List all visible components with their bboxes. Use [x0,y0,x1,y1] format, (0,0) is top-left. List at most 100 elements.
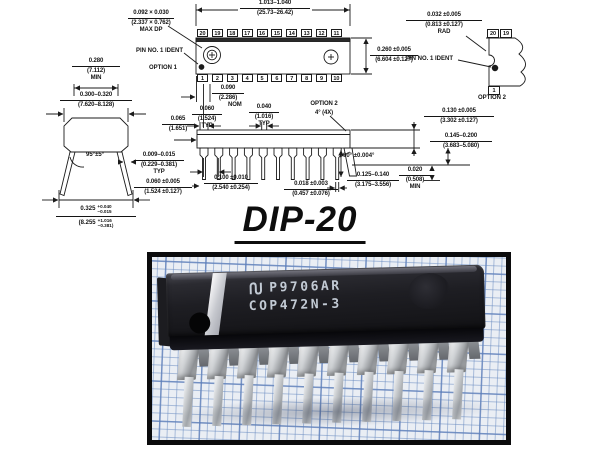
dim-end-width-min: 0.280 (7.112) MIN [72,58,120,83]
dim-lead-tip: 0.020 (0.508) MIN [399,167,431,192]
pin-number: 9 [316,74,327,82]
dim-lead-top-width: 0.040 (1.016) TYP [249,104,279,129]
dim-end-to-pin1: 0.090 (2.286) NOM [212,85,244,110]
pin1-ident-label-option2: PIN NO. 1 IDENT [406,56,454,62]
dim-inch: 1.013–1.040 [240,0,310,9]
dim-lead-pitch: 0.100 ±0.010 (2.540 ±0.254) [204,175,258,192]
dim-mm: (1.524 ±0.127) [144,188,182,195]
tol-plus: +0.040 [97,204,112,209]
option2-text: OPTION 2 [310,101,338,107]
dim-inch-with-tolerance: 0.325 +0.040 −0.015 [56,204,136,217]
option2-angle: 4° (4X) [314,109,334,116]
tol-minus: −0.381) [97,222,114,228]
dim-inch: 0.100 ±0.010 [204,175,258,184]
pin-number: 16 [256,29,268,37]
dim-inch: 0.300–0.320 [60,92,132,101]
dim-note: TYP [201,123,213,129]
dim-mm: (2.286) [218,94,238,101]
dim-inch: 0.125–0.140 [347,172,399,181]
dim-note: MAX DP [139,27,163,33]
option2-label: OPTION 2 [478,95,507,101]
pin-number: 10 [330,74,342,82]
dim-note: TYP [153,169,165,175]
dim-note: MIN [409,184,421,190]
dim-lead-thickness: 0.009–0.015 (0.229–0.381) TYP [134,152,184,177]
dim-mm: (25.73–26.42) [256,9,294,16]
side-view-outline [117,115,470,192]
dim-inch: 0.130 ±0.005 [424,108,494,117]
dim-inch: 0.090 [212,85,244,94]
pin-number: 7 [286,74,298,82]
pin-number: 1 [488,86,500,95]
dim-inch: 0.065 [162,116,194,125]
pin-number: 18 [226,29,238,37]
pin-number: 2 [211,74,223,82]
option2-view-outline [457,35,526,87]
dim-tolerance-stack: +0.040 −0.015 [97,204,111,215]
pin-number: 20 [197,29,208,37]
dim-option2-rad: 0.032 ±0.005 (0.813 ±0.127) RAD [406,12,482,37]
dim-inch: 0.060 ±0.005 [134,179,192,188]
pin-number: 11 [330,29,342,37]
dim-mm: (0.813 ±0.127) [425,21,463,28]
dim-inch: 0.040 [249,104,279,113]
dim-inch: 0.032 ±0.005 [406,12,482,21]
dim-base: (8.255 [78,219,96,226]
dim-mm: (2.540 ±0.254) [212,184,250,191]
dim-mm: (3.683–5.080) [442,142,480,149]
dim-mm: (7.112) [87,67,105,74]
dim-inch: 0.020 [399,167,431,176]
top-view-pin-row-top: 20 19 18 17 16 15 14 13 12 11 [197,29,342,37]
dim-note: NOM [228,102,242,108]
pin-number: 12 [316,29,327,37]
dim-mm: (1.524) [197,115,217,122]
dim-standoff: 0.145–0.200 (3.683–5.080) [430,133,492,150]
dim-inch: 0.280 [72,58,120,67]
mold-dimple [407,272,451,310]
lead-splay-angle-label: 95°±5° [86,152,105,158]
dim-end-overall-width: 0.325 +0.040 −0.015 (8.255 +1.016 −0.381… [56,204,136,228]
page-title: DIP-20 [234,200,366,244]
pin1-ident-label: PIN NO. 1 IDENT [136,48,184,54]
pin-number: 17 [241,29,253,37]
dim-mm: (2.337 × 0.762) [131,19,171,26]
dim-inch: 0.260 ±0.005 [370,47,418,56]
dim-lead-width: 0.018 ±0.003 (0.457 ±0.076) [284,181,338,198]
pin-number: 14 [286,29,298,37]
dim-shoulder-width: 0.060 ±0.005 (1.524 ±0.127) [134,179,192,196]
dim-mm-with-tolerance: (8.255 +1.016 −0.381) [56,218,136,229]
dim-note: TYP [258,121,270,127]
dim-mm: (0.508) [405,176,425,183]
pin-number: 19 [211,29,223,37]
dim-mm: (0.457 ±0.076) [292,190,330,197]
pin-number: 20 [487,29,499,38]
dim-package-width: 0.260 ±0.005 (6.604 ±0.127) [370,47,418,64]
tol-minus: −0.015 [97,209,112,215]
pin-number: 6 [271,74,283,82]
pin-number: 8 [301,74,313,82]
pin-number: 1 [197,74,208,82]
dim-note: MIN [90,75,102,81]
dim-inch: 0.060 [192,106,222,115]
chip-photo: P9706AR COP472N-3 [147,252,511,445]
dim-inch: 0.018 ±0.003 [284,181,338,190]
dim-mm: (0.229–0.381) [140,161,178,168]
dim-ident-notch: 0.092 × 0.030 (2.337 × 0.762) MAX DP [128,10,174,35]
pin-number: 15 [271,29,283,37]
dim-body-edge: 0.065 (1.651) [162,116,194,133]
top-view-pin-row-bottom: 1 2 3 4 5 6 7 8 9 10 [197,74,342,82]
dip20-chip: P9706AR COP472N-3 [156,264,501,432]
dim-mm: (1.016) [254,113,274,120]
package-drawing-linework [42,4,526,208]
dim-base: 0.325 [80,206,96,213]
lead-perpendicular-angle-label: 90° ±0.004° [343,153,375,159]
pin-number: 19 [500,29,512,38]
chip-marking-line2: COP472N-3 [248,296,342,314]
dim-package-length: 1.013–1.040 (25.73–26.42) [238,0,312,17]
dim-note: RAD [437,29,451,35]
tol-plus: +1.016 [97,217,112,223]
dim-inch: 0.092 × 0.030 [128,10,174,19]
dim-mm: (1.651) [168,125,188,132]
dim-inch: 0.145–0.200 [430,133,492,142]
